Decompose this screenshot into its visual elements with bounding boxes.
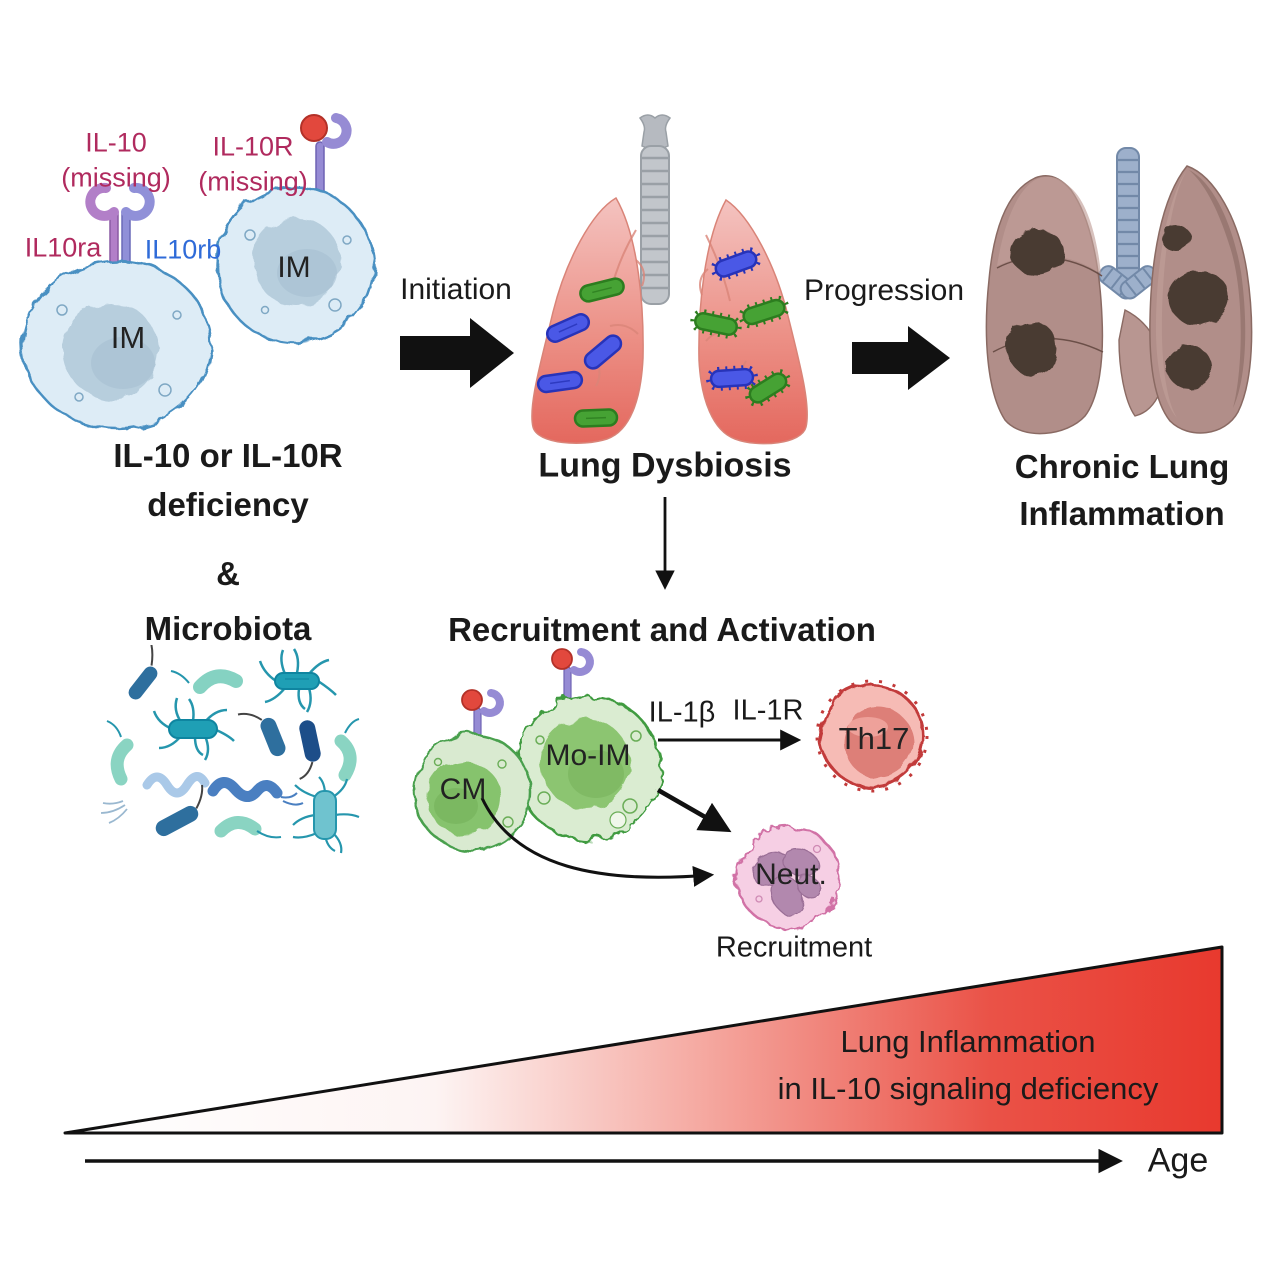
microbiota-caption: Microbiota: [144, 610, 312, 648]
im-cell-label: IM: [277, 250, 311, 284]
progression-label: Progression: [803, 273, 965, 307]
wedge-caption: in IL-10 signaling deficiency: [777, 1071, 1159, 1107]
age-axis-label: Age: [1147, 1141, 1209, 1180]
il10r-missing-label: (missing): [198, 166, 308, 197]
il10-ligand-icon: [300, 114, 328, 142]
deficiency-caption: IL-10 or IL-10R: [113, 437, 343, 475]
recruitment-activation-caption: Recruitment and Activation: [448, 611, 876, 649]
mo-im-cell-label: Mo-IM: [545, 738, 631, 772]
chronic-lung-caption: Inflammation: [1019, 495, 1225, 533]
th17-cell-label: Th17: [838, 721, 910, 757]
dysbiotic-lungs-icon: [531, 114, 808, 445]
il1b-label: IL-1β: [648, 696, 716, 729]
im-cell-label: IM: [110, 320, 146, 356]
neutrophil-cell-icon: [735, 824, 841, 930]
im-cells-illustration: [21, 113, 375, 431]
im-cell-icon: [215, 185, 375, 345]
initiation-arrow-icon: [400, 318, 514, 388]
im-cell-icon: [21, 259, 213, 431]
il10ra-label: IL10ra: [24, 232, 102, 263]
il10r-receptor-icon: [300, 113, 352, 205]
recruitment-label: Recruitment: [715, 931, 873, 964]
il1r-label: IL-1R: [732, 694, 804, 727]
microbiota-icon: [100, 645, 360, 854]
bacteria-icon: [536, 277, 625, 428]
cm-cell-label: CM: [439, 772, 487, 806]
il10r-receptor-icon: [461, 689, 504, 741]
il10r-missing-label: IL-10R: [212, 131, 294, 162]
deficiency-caption: deficiency: [147, 486, 309, 524]
chronic-lung-caption: Chronic Lung: [1014, 448, 1230, 486]
th17-cell-icon: [815, 679, 929, 793]
il10-missing-label: (missing): [61, 162, 171, 193]
neutrophil-label: Neut.: [755, 857, 827, 891]
il10rb-label: IL10rb: [144, 234, 222, 265]
il10r-receptor-icon: [551, 648, 594, 702]
progression-arrow-icon: [852, 326, 950, 390]
bacteria-icon: [690, 247, 792, 407]
trachea-icon: [1098, 147, 1158, 300]
inflamed-lungs-icon: [985, 147, 1253, 435]
initiation-label: Initiation: [400, 272, 512, 306]
inflammation-wedge-icon: [63, 945, 1224, 1174]
il10-missing-label: IL-10: [85, 127, 147, 158]
wedge-caption: Lung Inflammation: [840, 1024, 1096, 1060]
trachea-icon: [638, 114, 672, 305]
ampersand-label: &: [216, 555, 240, 593]
lung-dysbiosis-caption: Lung Dysbiosis: [538, 446, 792, 485]
